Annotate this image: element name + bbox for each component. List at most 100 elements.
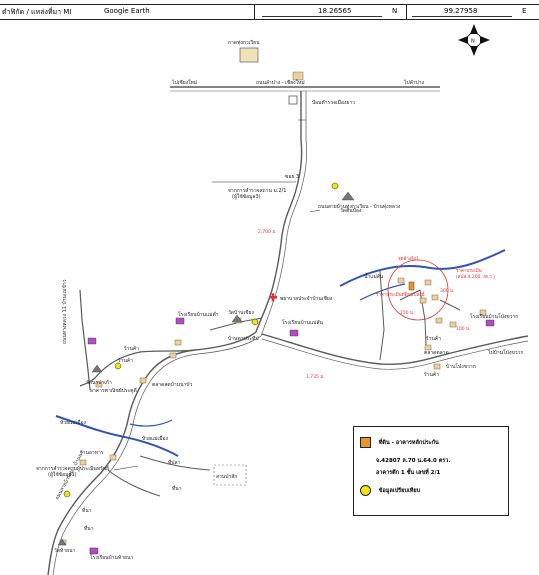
latitude-underline xyxy=(262,16,382,17)
village-road-4 xyxy=(399,289,421,301)
legend-item-comparison: ข้อมูลเปรียบเทียบ xyxy=(360,485,420,496)
comparison-marker-4 xyxy=(331,182,339,190)
label-ban-pong: บ้านโป่งขวาก xyxy=(446,363,476,370)
label-bottom-school: โรงเรียนบ้านท้ายนา xyxy=(90,554,133,561)
longitude-value: 99.27958 xyxy=(444,7,478,15)
label-to-lampang: ไปลำปาง xyxy=(403,79,425,86)
label-appraisal3: จากการสำรวจสถาน ม.2/1 xyxy=(228,188,286,194)
comparison-marker-3 xyxy=(63,490,71,498)
header-divider xyxy=(406,5,407,19)
river-lower xyxy=(55,415,179,457)
legend-line3: อาคารตึก 1 ชั้น เลขที่ 2/1 xyxy=(376,470,441,476)
label-bottom-temple: วัดท้ายนา xyxy=(54,547,76,554)
village-road-3 xyxy=(439,299,461,311)
label-school-pong: โรงเรียนบ้านโป่งขวาก xyxy=(470,313,518,320)
label-figure-150: 150 ม. xyxy=(400,310,414,316)
label-shop-1: ร้านค้า xyxy=(426,335,442,342)
main-route-road-edge xyxy=(52,91,307,575)
legend-yellow-swatch xyxy=(360,485,371,496)
coordinate-header: ตำฟิกัด / แหล่งที่มา MI Google Earth 18.… xyxy=(0,4,539,20)
legend-item-collateral: ที่ดิน - อาคารหลักประกัน xyxy=(360,437,439,448)
subject-area-circle xyxy=(387,259,449,321)
label-figure-100: 100 ม. xyxy=(456,326,470,332)
label-talad: ตลาดสดบ้านนาบัว xyxy=(152,381,192,388)
south-road-lower xyxy=(107,469,161,497)
label-school-ban: โรงเรียนบ้านแม่สัน xyxy=(282,319,324,326)
comparison-marker-1 xyxy=(251,318,259,326)
header-divider xyxy=(254,5,255,19)
latitude-value: 18.26565 xyxy=(318,7,352,15)
label-distance-2700: 2,700 ม. xyxy=(258,229,277,235)
map-legend: ที่ดิน - อาคารหลักประกัน จ.42807 ล.70 น.… xyxy=(353,426,509,516)
police-box-icon xyxy=(288,95,298,105)
latitude-direction: N xyxy=(392,7,398,15)
label-agency: อาคารพาณิชย์ประตูดี xyxy=(90,387,137,394)
label-rice-3: ที่นา xyxy=(82,507,92,514)
label-school-mp: โรงเรียนบ้านแม่ต่ำ xyxy=(178,311,219,318)
legend-comparison-label: ข้อมูลเปรียบเทียบ xyxy=(378,488,421,494)
label-wat-na: วัดนาป่าเก้า xyxy=(86,379,112,386)
south-east-road xyxy=(139,455,211,471)
label-to-chiangmai: ไปเชียงใหม่ xyxy=(171,79,197,86)
label-rice-4: ที่นา xyxy=(84,525,94,532)
label-ref-price2: (สปส.4,200.-/ต.ว.) xyxy=(456,274,495,280)
village-road-1 xyxy=(379,269,385,361)
west-road-vertical xyxy=(79,289,91,391)
source-value: Google Earth xyxy=(104,7,150,15)
north-label: N xyxy=(471,39,475,45)
legend-title: ที่ดิน - อาคารหลักประกัน xyxy=(378,440,439,446)
teak-garden-box xyxy=(213,464,247,486)
label-ref-title: จุดอ้างอิง1 xyxy=(398,256,419,262)
label-police-box: ป้อมตำรวจเมืองยาว xyxy=(312,99,355,106)
label-to-ban-pong: ไปบ้านโป่งขวาก xyxy=(487,349,523,356)
callout-line-4 xyxy=(113,465,139,471)
east-road xyxy=(261,333,529,366)
north-arrow-icon: N xyxy=(458,24,490,56)
label-wat-rong: วัดต้นป๋อง xyxy=(340,207,362,214)
label-wat-ban: วัดบ้านเชียง xyxy=(228,309,254,316)
hospital-cross-icon xyxy=(269,293,277,302)
label-huai-mae: ห้วยแม่เมือง xyxy=(60,419,87,426)
label-market: ตลาดตลาด xyxy=(424,350,449,356)
river-lower-branch xyxy=(129,419,173,427)
label-kad-ban: กาดทุ่งกวเวียน xyxy=(228,39,260,46)
longitude-direction: E xyxy=(522,7,527,15)
label-figure-300: 300 ม. xyxy=(440,288,454,294)
temple-icons xyxy=(57,191,355,546)
callout-line-2 xyxy=(309,209,321,213)
label-clinic: พยาบาลประจำบ้านเชียง xyxy=(280,295,333,302)
label-huai-mae-2: ห้วยแม่เมือง xyxy=(142,435,169,442)
label-shop-3: ร้านค้า xyxy=(118,357,134,364)
label-ban-ta: บ้านทาประทีป xyxy=(228,335,259,342)
label-ref-note: ราคาประเมินที่ดินแปลงนี้ xyxy=(376,291,425,298)
label-road-left: ถนนทางหลวง 11 บ้านแม่ข้าว xyxy=(61,279,68,344)
comparison-marker-2 xyxy=(114,362,122,370)
label-rice-1: ที่ปลา xyxy=(168,459,181,466)
label-soi3: ซอย 3 xyxy=(285,174,299,180)
legend-orange-swatch xyxy=(360,437,371,448)
label-appraisal1-sub: (ผู้ใช้ข้อมูล1) xyxy=(48,471,77,478)
longitude-underline xyxy=(412,16,512,17)
label-garden: สวนป่าสัก xyxy=(216,474,237,480)
label-nam-mae: น้ำแม่สัน xyxy=(364,271,384,280)
west-road xyxy=(79,349,196,387)
label-ref-price: ราคาประเมิน xyxy=(456,268,482,274)
east-road-edge xyxy=(261,338,529,370)
legend-line2: จ.42807 ล.70 น.64.0 ตรว. xyxy=(376,458,451,464)
label-distance-1735: 1,735 ม. xyxy=(306,374,325,380)
school-flag-icons xyxy=(87,317,495,555)
river-upper xyxy=(339,249,506,287)
label-shop-left: ร้านอาหาร xyxy=(80,449,104,456)
label-route-road: ถนนสายบ้านทุ่งกวเวียน - บ้านทุ่งหลวง xyxy=(318,203,401,210)
label-highway: ถนนลำปาง - เชียงใหม่ xyxy=(256,79,305,86)
subject-property-marker xyxy=(408,281,415,291)
label-shop-2: ร้านค้า xyxy=(424,371,440,378)
main-route-road xyxy=(47,91,303,575)
label-shop-4: ร้านค้า xyxy=(124,345,140,352)
location-source-label: ตำฟิกัด / แหล่งที่มา MI xyxy=(2,8,72,16)
label-appraisal3-sub: (ผู้ใช้ข้อมูล3) xyxy=(232,193,261,200)
label-appraisal1: จากการสำรวจตามผู้ประเมินทรัพย์ xyxy=(36,465,109,472)
river-upper-branch xyxy=(359,283,406,301)
market-box-icon xyxy=(239,47,259,63)
